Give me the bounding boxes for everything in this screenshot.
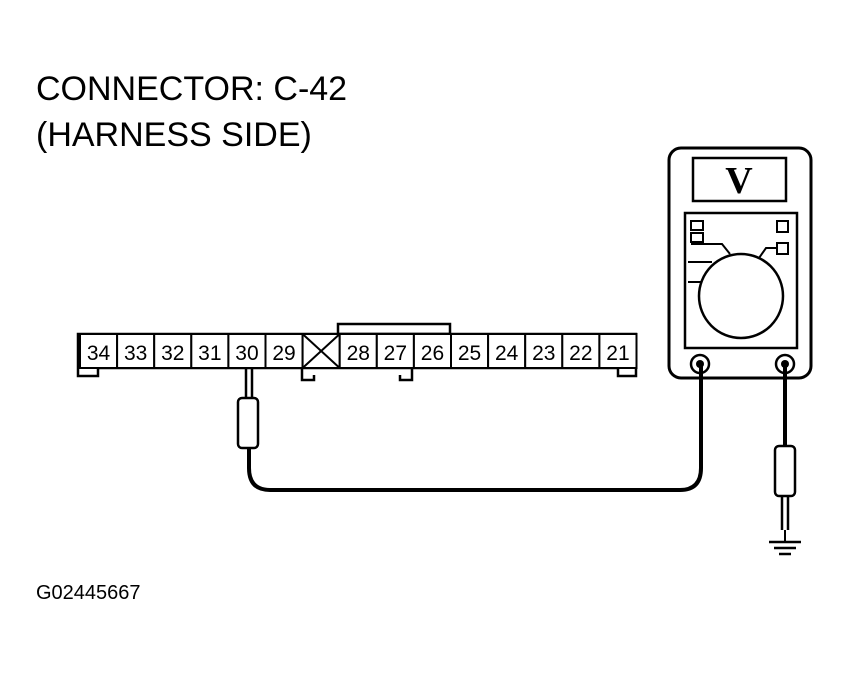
pin-cell	[153, 333, 193, 369]
connector-subtitle: (HARNESS SIDE)	[36, 116, 312, 154]
figure-id: G02445667	[36, 582, 141, 604]
probe-handle	[236, 396, 260, 450]
pin-label-21: 21	[606, 342, 629, 365]
test-lead-positive	[247, 364, 703, 492]
empty-cavity-cross	[301, 333, 341, 369]
pin-label-31: 31	[198, 342, 221, 365]
pin-label-33: 33	[124, 342, 147, 365]
pin-label-24: 24	[495, 342, 519, 365]
pin-label-34: 34	[87, 342, 111, 365]
probe-pin-30	[236, 367, 260, 450]
multimeter: V	[667, 146, 813, 380]
connector-hook-left	[300, 368, 316, 382]
pin-label-22: 22	[569, 342, 592, 365]
connector-title: CONNECTOR: C-42	[36, 70, 348, 108]
ground-probe	[769, 364, 801, 556]
pin-cell	[487, 333, 527, 369]
pin-cell	[524, 333, 564, 369]
meter-indicator-2	[690, 232, 704, 243]
meter-indicator-4	[776, 242, 789, 255]
connector-c42: 34 33 32 31 30 29 28 27 26 25 24 23 22 21	[76, 322, 638, 382]
meter-indicator-3	[776, 220, 789, 233]
pin-cell	[412, 333, 452, 369]
pin-cell	[264, 333, 304, 369]
meter-scale-mark-4	[758, 247, 777, 259]
pin-label-32: 32	[161, 342, 184, 365]
pin-label-25: 25	[458, 342, 481, 365]
meter-mode-symbol: V	[725, 160, 753, 202]
meter-display	[691, 156, 788, 203]
pin-label-27: 27	[384, 342, 407, 365]
pin-label-28: 28	[347, 342, 370, 365]
meter-scale-mark-1	[691, 243, 731, 255]
pin-cell	[375, 333, 415, 369]
meter-dial	[697, 252, 785, 340]
ground-probe-handle	[773, 444, 797, 498]
pin-label-30: 30	[235, 342, 258, 365]
pin-label-26: 26	[421, 342, 444, 365]
pin-label-29: 29	[272, 342, 295, 365]
pin-cell	[561, 333, 601, 369]
pin-cell	[598, 333, 638, 369]
pin-label-23: 23	[532, 342, 555, 365]
pin-cells: 34 33 32 31 30 29 28 27 26 25 24 23 22 21	[79, 333, 638, 369]
connector-hook-right	[398, 368, 414, 382]
connector-lock-tab	[336, 322, 452, 336]
meter-indicator-1	[690, 220, 704, 231]
pin-cell	[79, 333, 119, 369]
